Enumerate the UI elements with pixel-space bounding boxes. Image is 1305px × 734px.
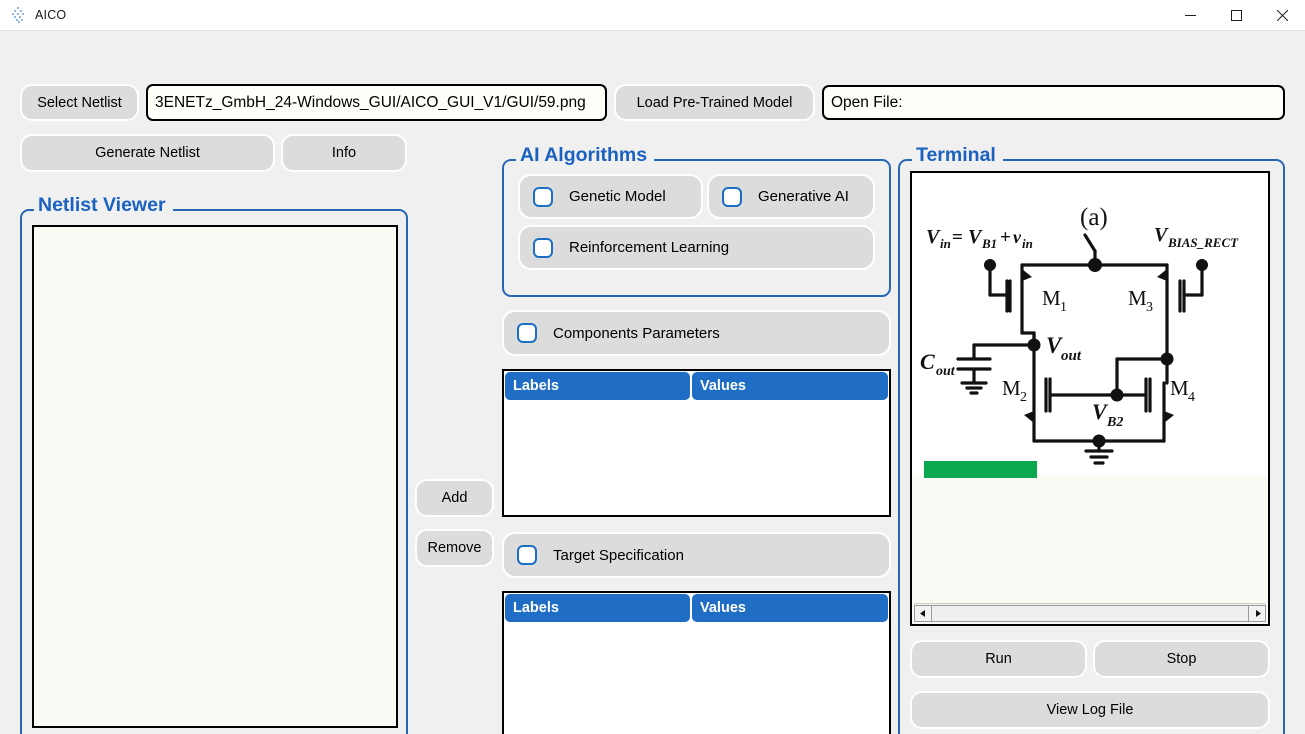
components-parameters-table[interactable]: Labels Values bbox=[502, 369, 891, 517]
window-titlebar: AICO bbox=[0, 0, 1305, 31]
open-file-input[interactable]: Open File: bbox=[822, 85, 1285, 120]
circuit-diagram-image: (a) V in = V B1 + v in V BIAS_RECT M 1 M bbox=[912, 173, 1268, 478]
ai-algorithms-title: AI Algorithms bbox=[516, 144, 655, 167]
checkbox-generative-ai-label: Generative AI bbox=[758, 188, 849, 205]
checkbox-generative-ai[interactable]: Generative AI bbox=[707, 174, 875, 219]
checkbox-components-parameters-label: Components Parameters bbox=[553, 324, 720, 342]
maximize-icon[interactable] bbox=[1213, 0, 1259, 31]
svg-text:M: M bbox=[1042, 286, 1061, 310]
generate-netlist-button[interactable]: Generate Netlist bbox=[20, 134, 275, 172]
column-header-values[interactable]: Values bbox=[692, 594, 888, 622]
scroll-left-icon[interactable] bbox=[914, 604, 932, 622]
terminal-group: Terminal bbox=[898, 144, 1285, 734]
svg-text:V: V bbox=[926, 226, 941, 248]
main-window: Select Netlist 3ENETz_GmbH_24-Windows_GU… bbox=[0, 31, 1305, 734]
svg-text:V: V bbox=[1154, 224, 1169, 246]
svg-text:C: C bbox=[920, 349, 935, 374]
checkbox-target-specification[interactable]: Target Specification bbox=[502, 532, 891, 578]
svg-text:+: + bbox=[1000, 227, 1011, 248]
terminal-title: Terminal bbox=[912, 144, 1003, 167]
checkbox-box-icon[interactable] bbox=[533, 186, 553, 207]
terminal-output-view[interactable]: (a) V in = V B1 + v in V BIAS_RECT M 1 M bbox=[910, 171, 1270, 626]
scrollbar-track[interactable] bbox=[932, 604, 1248, 622]
stop-button[interactable]: Stop bbox=[1093, 640, 1270, 678]
svg-text:BIAS_RECT: BIAS_RECT bbox=[1167, 235, 1239, 250]
checkbox-target-specification-label: Target Specification bbox=[553, 546, 684, 564]
checkbox-reinforcement-learning[interactable]: Reinforcement Learning bbox=[518, 225, 875, 270]
svg-text:B2: B2 bbox=[1106, 415, 1123, 430]
checkbox-reinforcement-learning-label: Reinforcement Learning bbox=[569, 239, 730, 256]
scroll-right-icon[interactable] bbox=[1248, 604, 1266, 622]
load-pretrained-model-button[interactable]: Load Pre-Trained Model bbox=[614, 84, 815, 121]
table-header-row: Labels Values bbox=[504, 593, 889, 622]
remove-button[interactable]: Remove bbox=[415, 529, 494, 567]
svg-text:in: in bbox=[1022, 236, 1033, 251]
table-header-row: Labels Values bbox=[504, 371, 889, 400]
netlist-viewer-group: Netlist Viewer bbox=[20, 194, 408, 734]
netlist-path-input[interactable]: 3ENETz_GmbH_24-Windows_GUI/AICO_GUI_V1/G… bbox=[146, 84, 607, 121]
info-button[interactable]: Info bbox=[281, 134, 407, 172]
column-header-labels[interactable]: Labels bbox=[505, 594, 690, 622]
svg-text:out: out bbox=[1061, 348, 1082, 364]
svg-text:V: V bbox=[1092, 399, 1109, 424]
minimize-icon[interactable] bbox=[1167, 0, 1213, 31]
svg-text:1: 1 bbox=[1060, 300, 1067, 315]
svg-text:M: M bbox=[1002, 376, 1021, 400]
svg-text:out: out bbox=[936, 364, 956, 379]
svg-text:3: 3 bbox=[1146, 300, 1153, 315]
column-header-labels[interactable]: Labels bbox=[505, 372, 690, 400]
svg-text:2: 2 bbox=[1020, 390, 1027, 405]
svg-text:4: 4 bbox=[1188, 390, 1195, 405]
svg-text:V: V bbox=[968, 226, 983, 248]
ai-algorithms-group: AI Algorithms Genetic Model Generative A… bbox=[502, 144, 891, 297]
checkbox-box-icon[interactable] bbox=[533, 237, 553, 258]
terminal-horizontal-scrollbar[interactable] bbox=[914, 603, 1266, 622]
svg-text:in: in bbox=[940, 236, 951, 251]
svg-text:M: M bbox=[1170, 376, 1189, 400]
svg-text:M: M bbox=[1128, 286, 1147, 310]
svg-text:B1: B1 bbox=[981, 236, 997, 251]
svg-text:V: V bbox=[1046, 333, 1063, 358]
checkbox-box-icon[interactable] bbox=[517, 545, 537, 565]
select-netlist-button[interactable]: Select Netlist bbox=[20, 84, 139, 121]
checkbox-box-icon[interactable] bbox=[517, 323, 537, 343]
svg-text:(a): (a) bbox=[1080, 204, 1108, 231]
view-log-file-button[interactable]: View Log File bbox=[910, 691, 1270, 729]
column-header-values[interactable]: Values bbox=[692, 372, 888, 400]
checkbox-box-icon[interactable] bbox=[722, 186, 742, 207]
close-icon[interactable] bbox=[1259, 0, 1305, 31]
window-title: AICO bbox=[35, 8, 67, 22]
window-controls bbox=[1167, 0, 1305, 31]
netlist-viewer-title: Netlist Viewer bbox=[34, 194, 173, 217]
checkbox-components-parameters[interactable]: Components Parameters bbox=[502, 310, 891, 356]
checkbox-genetic-model-label: Genetic Model bbox=[569, 188, 666, 205]
aico-molecule-icon bbox=[10, 7, 26, 24]
svg-text:v: v bbox=[1013, 227, 1022, 247]
checkbox-genetic-model[interactable]: Genetic Model bbox=[518, 174, 703, 219]
target-specification-table[interactable]: Labels Values bbox=[502, 591, 891, 734]
netlist-viewer-textarea[interactable] bbox=[32, 225, 398, 728]
add-button[interactable]: Add bbox=[415, 479, 494, 517]
run-button[interactable]: Run bbox=[910, 640, 1087, 678]
text-highlight-bar bbox=[924, 461, 1037, 478]
svg-text:=: = bbox=[952, 227, 963, 248]
